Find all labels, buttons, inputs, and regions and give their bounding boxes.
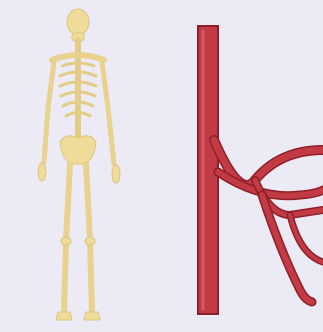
illustration-panel: [0, 0, 323, 332]
illustration-svg: [0, 0, 323, 332]
